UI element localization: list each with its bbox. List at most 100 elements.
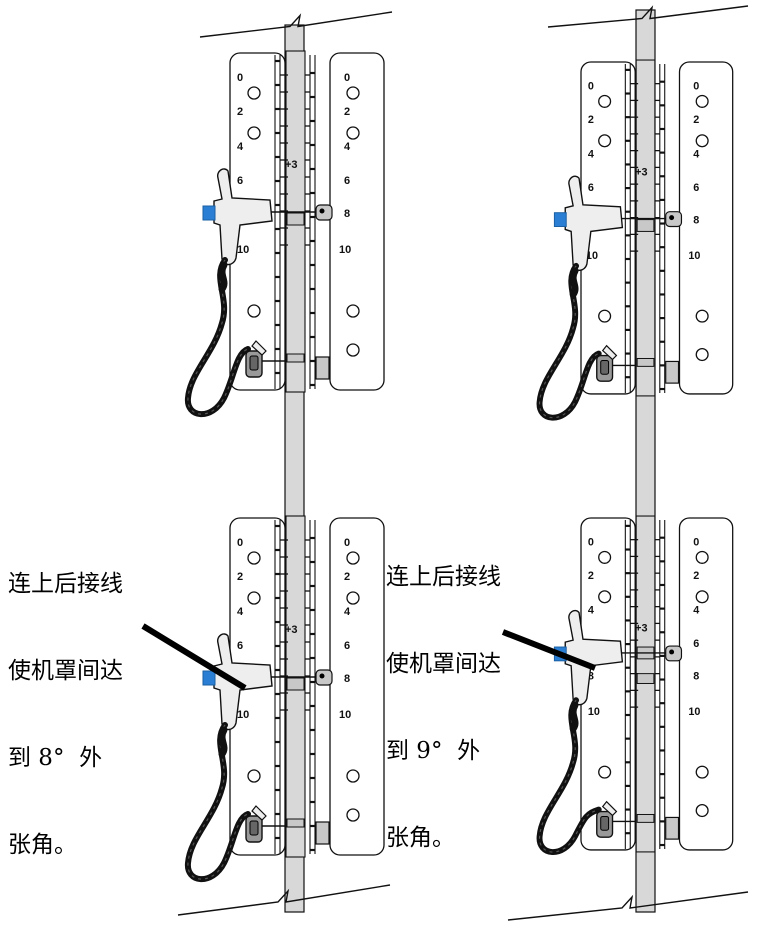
right-scale-label: 8 xyxy=(693,671,699,683)
right-scale-label: 2 xyxy=(344,571,350,583)
connector-block xyxy=(315,356,330,380)
mounting-hole xyxy=(247,304,261,318)
mounting-hole xyxy=(247,126,261,140)
note-right-line-1: 连上后接线 xyxy=(386,564,501,590)
right-scale-label: 0 xyxy=(344,537,350,549)
slider-block xyxy=(636,813,655,823)
left-scale-label: 2 xyxy=(237,571,243,583)
clamp-tab xyxy=(601,800,618,817)
right-scale-label: 2 xyxy=(344,106,350,118)
cable-knot xyxy=(569,701,579,733)
right-plate xyxy=(329,52,385,391)
hinge-assembly-right-lower: 02468100246810+3 xyxy=(536,515,734,855)
right-scale-label: 0 xyxy=(693,81,699,93)
left-scale-label: 10 xyxy=(237,709,249,721)
left-scale-label: 4 xyxy=(588,605,594,617)
left-scale-label: 10 xyxy=(588,706,600,718)
right-scale-label: 6 xyxy=(344,640,350,652)
handle-grip xyxy=(213,633,273,731)
mounting-hole xyxy=(346,126,360,140)
mounting-hole xyxy=(346,591,360,605)
left-scale-label: 0 xyxy=(237,537,243,549)
right-plate xyxy=(678,61,734,395)
note-right-line-3: 到 9° 外 xyxy=(386,738,481,764)
mounting-hole xyxy=(346,343,360,357)
cable-knot xyxy=(218,261,228,293)
leader-line-right xyxy=(501,629,597,671)
note-left-line-3: 到 8° 外 xyxy=(8,745,103,771)
right-plate xyxy=(329,517,385,856)
mounting-hole xyxy=(598,309,612,323)
slider-block xyxy=(286,818,305,828)
slider-block xyxy=(636,357,655,367)
offset-label: +3 xyxy=(635,622,647,634)
note-left-line-2: 使机罩间达 xyxy=(8,658,123,684)
right-scale-label: 10 xyxy=(339,709,351,721)
left-scale-label: 10 xyxy=(586,250,598,262)
mounting-hole xyxy=(346,808,360,822)
cable-braid xyxy=(187,724,249,880)
right-scale-label: 10 xyxy=(688,706,700,718)
mounting-hole xyxy=(695,590,709,604)
cable-knot xyxy=(569,267,579,298)
left-scale-label: 2 xyxy=(237,106,243,118)
mounting-hole xyxy=(695,134,709,148)
connector-block xyxy=(315,821,330,845)
right-scale-label: 8 xyxy=(344,208,350,220)
mounting-hole xyxy=(695,309,709,323)
clamp-tab xyxy=(601,344,618,361)
offset-label: +3 xyxy=(285,159,298,171)
handle-grip xyxy=(564,175,624,272)
break-line-bottom-left xyxy=(177,884,391,916)
mounting-hole xyxy=(598,550,612,564)
mounting-hole xyxy=(695,803,709,818)
mounting-hole xyxy=(247,86,261,100)
mounting-hole xyxy=(346,769,360,783)
latch-pin xyxy=(319,673,325,679)
mounting-hole xyxy=(598,590,612,604)
left-scale-label: 4 xyxy=(237,606,244,618)
mounting-hole xyxy=(346,86,360,100)
left-scale-label: 0 xyxy=(237,72,243,84)
connector-block xyxy=(665,360,680,384)
slider-block xyxy=(286,212,305,226)
left-scale-label: 4 xyxy=(588,149,594,161)
right-scale-label: 0 xyxy=(344,72,350,84)
left-scale-label: 6 xyxy=(237,640,243,652)
left-scale-label: 0 xyxy=(588,537,594,549)
cable-braid xyxy=(539,699,599,853)
connector-block xyxy=(665,816,680,840)
slider-block xyxy=(286,677,305,691)
cable-clamp-inner xyxy=(249,355,259,371)
latch-pin xyxy=(669,649,675,655)
right-scale-label: 2 xyxy=(693,114,699,126)
right-scale-label: 2 xyxy=(693,570,699,582)
note-left-line-4: 张角。 xyxy=(8,832,77,858)
left-scale-label: 6 xyxy=(237,175,243,187)
left-scale-label: 8 xyxy=(588,671,594,683)
mounting-hole xyxy=(695,94,709,108)
right-plate xyxy=(678,517,734,851)
note-right-9-degree: 连上后接线 使机罩间达 到 9° 外 张角。 xyxy=(386,505,501,911)
latch xyxy=(665,211,683,228)
hinge-assembly-left-upper: 02468100246810+3 xyxy=(184,50,385,418)
break-line-top-left xyxy=(199,11,393,38)
mounting-hole xyxy=(598,134,612,148)
release-button xyxy=(553,212,567,227)
mounting-hole xyxy=(695,550,709,564)
mounting-hole xyxy=(247,551,261,565)
clamp-tab xyxy=(251,805,267,821)
release-button xyxy=(202,670,216,686)
left-scale-label: 6 xyxy=(588,182,594,194)
mounting-hole xyxy=(247,591,261,605)
release-button xyxy=(202,205,216,221)
left-scale-label: 4 xyxy=(237,141,244,153)
note-right-line-2: 使机罩间达 xyxy=(386,651,501,677)
latch-pin xyxy=(669,215,675,221)
cable-clamp-inner xyxy=(600,359,610,375)
slider-block xyxy=(636,673,655,684)
right-scale-label: 8 xyxy=(693,215,699,227)
left-scale-label: 2 xyxy=(588,114,594,126)
left-scale-label: 10 xyxy=(237,244,249,256)
